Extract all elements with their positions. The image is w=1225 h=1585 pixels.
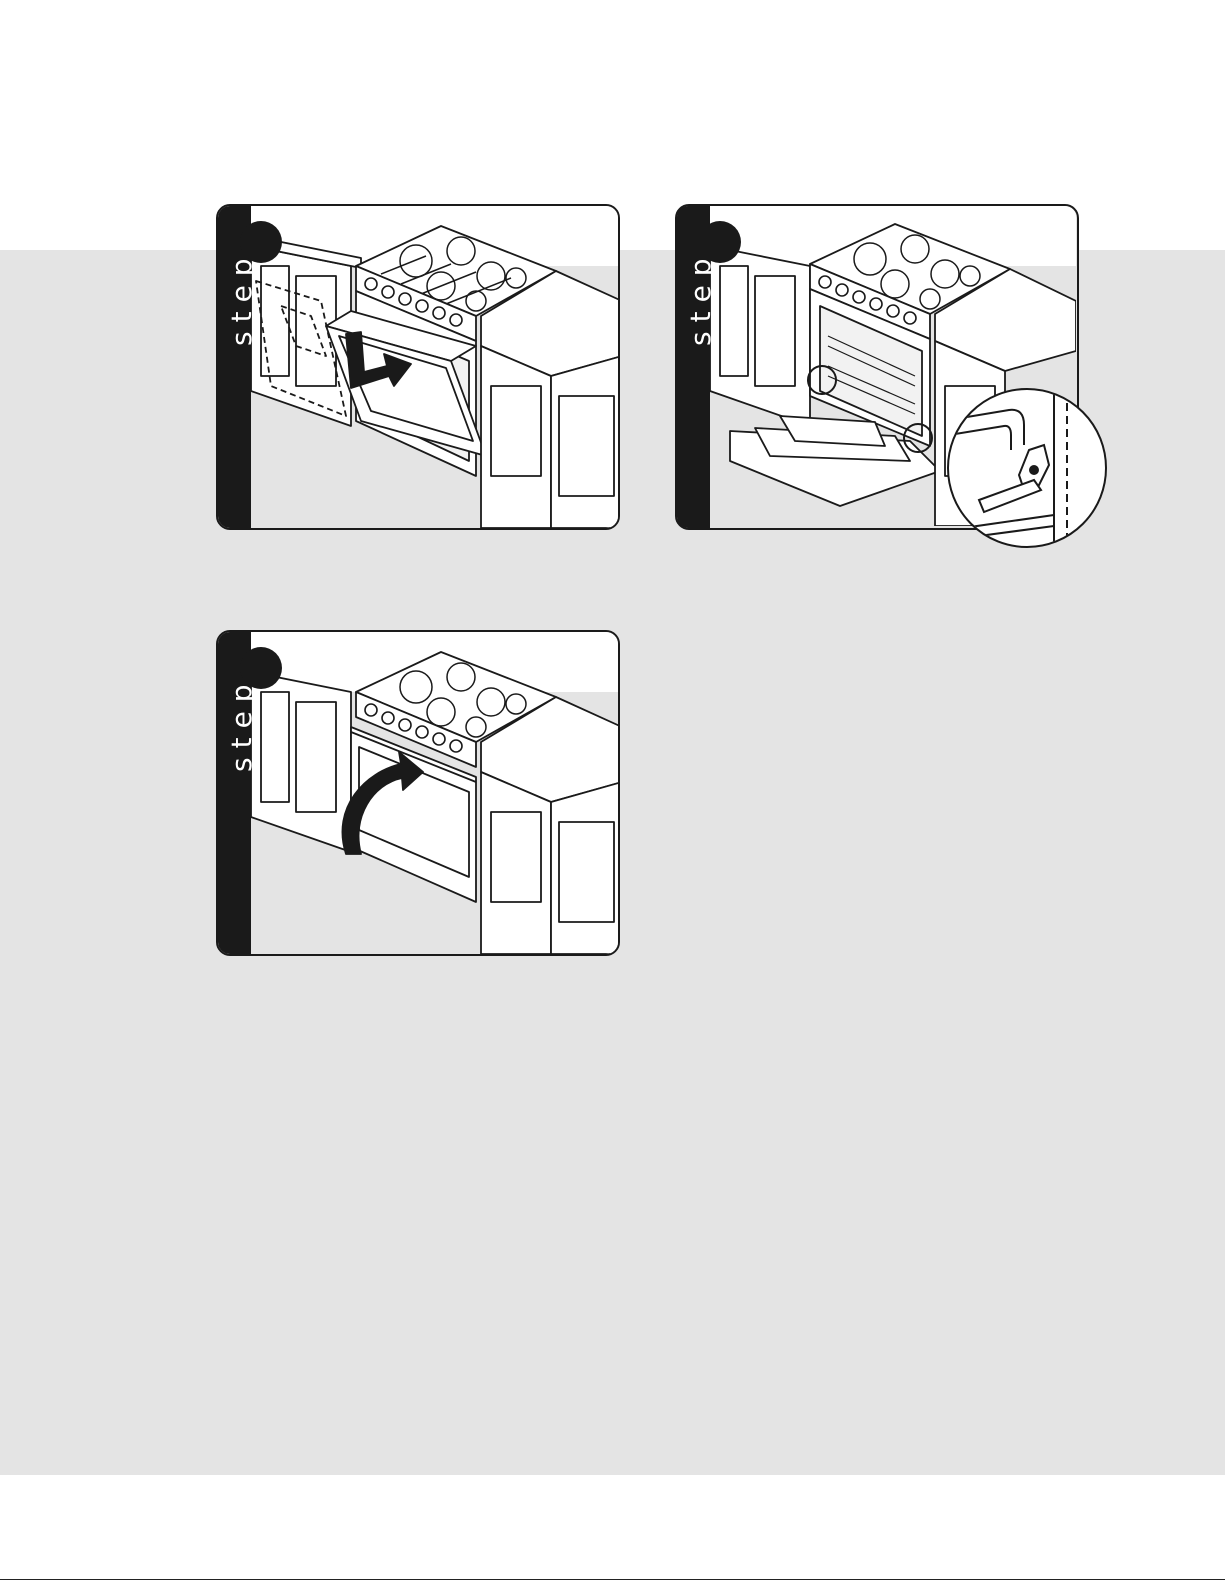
oven-door-close-illustration	[251, 632, 620, 954]
step-3-label: step	[228, 675, 256, 772]
oven-door-removal-illustration	[251, 206, 620, 528]
bottom-rule	[0, 1579, 1225, 1580]
hinge-detail-icon	[949, 390, 1105, 546]
step-3-panel: step	[216, 630, 620, 956]
step-2-panel: step	[675, 204, 1079, 530]
step-1-label: step	[228, 249, 256, 346]
hinge-detail-magnifier	[947, 388, 1107, 548]
step-2-label: step	[687, 249, 715, 346]
step-1-panel: step	[216, 204, 620, 530]
